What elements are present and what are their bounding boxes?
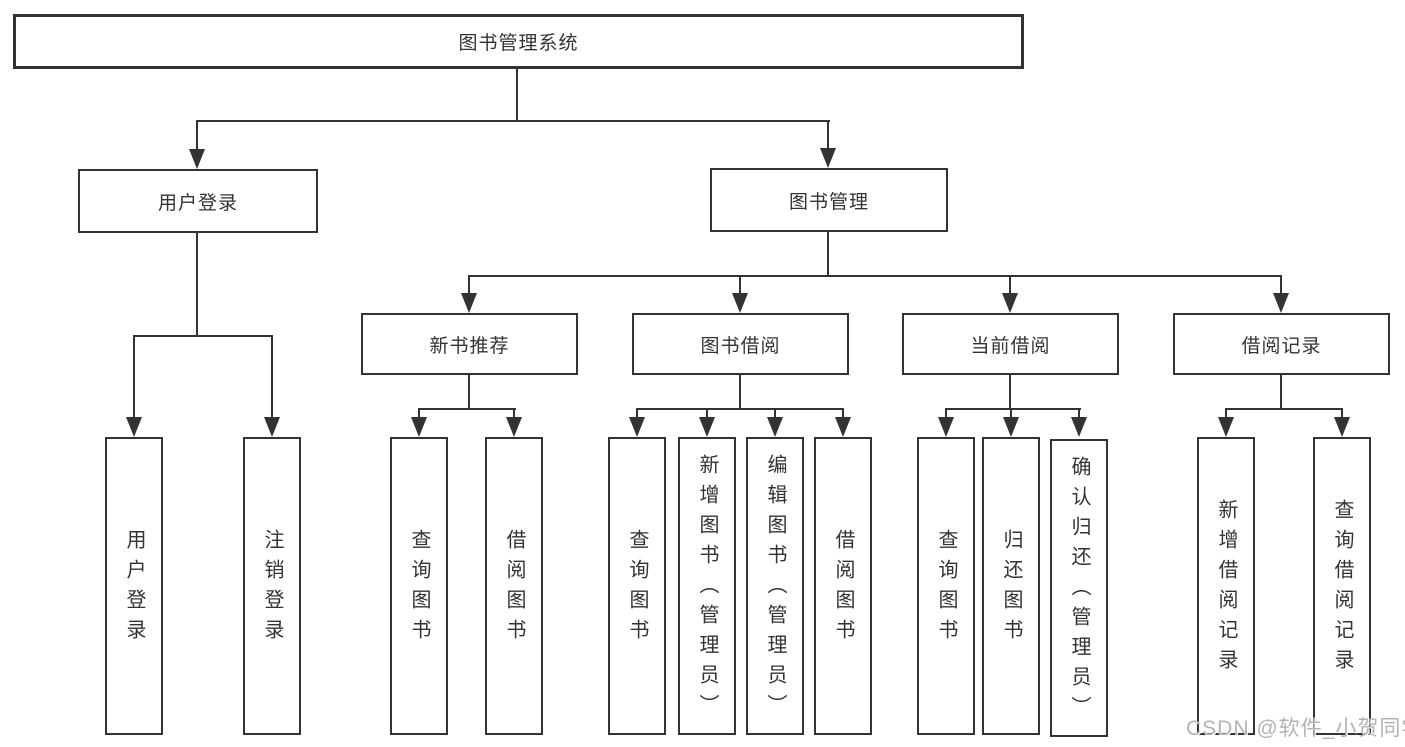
leaf-add-book-admin: 新增图书（管理员） (678, 437, 736, 735)
node-library-management-system: 图书管理系统 (13, 14, 1024, 69)
connector-line (196, 120, 198, 151)
arrow-down-icon (506, 417, 522, 437)
connector-line (513, 408, 515, 420)
connector-line (1341, 408, 1343, 420)
arrow-down-icon (411, 417, 427, 437)
connector-line (468, 275, 470, 295)
connector-line (1225, 408, 1343, 410)
connector-line (468, 275, 1282, 277)
arrow-down-icon (1071, 417, 1087, 437)
connector-line (196, 120, 830, 122)
node-label: 查询图书 (408, 529, 430, 649)
node-label: 图书借阅 (700, 335, 781, 357)
node-user-login: 用户登录 (78, 169, 318, 233)
node-label: 借阅记录 (1241, 335, 1322, 357)
arrow-down-icon (1003, 417, 1019, 437)
connector-line (1009, 375, 1011, 409)
arrow-down-icon (1002, 293, 1018, 313)
connector-line (827, 232, 829, 275)
arrow-down-icon (461, 293, 477, 313)
leaf-edit-book-admin: 编辑图书（管理员） (746, 437, 804, 735)
node-label: 注销登录 (261, 529, 283, 649)
connector-line (516, 69, 518, 120)
connector-line (827, 120, 829, 150)
arrow-down-icon (938, 417, 954, 437)
connector-line (636, 408, 844, 410)
leaf-borrow-books: 借阅图书 (814, 437, 872, 735)
node-new-book-recommend: 新书推荐 (361, 313, 578, 375)
node-label: 新增借阅记录 (1215, 499, 1237, 679)
node-label: 用户登录 (157, 192, 238, 214)
arrow-down-icon (699, 417, 715, 437)
connector-line (133, 335, 273, 337)
node-current-borrowing: 当前借阅 (902, 313, 1119, 375)
arrow-down-icon (767, 417, 783, 437)
node-label: 归还图书 (1000, 529, 1022, 649)
arrow-down-icon (1273, 293, 1289, 313)
connector-line (418, 408, 516, 410)
node-label: 新书推荐 (429, 335, 510, 357)
connector-line (945, 408, 1081, 410)
connector-line (636, 408, 638, 420)
leaf-confirm-return-admin: 确认归还（管理员） (1050, 439, 1108, 737)
connector-line (945, 408, 947, 420)
leaf-query-books-borrowing: 查询图书 (608, 437, 666, 735)
leaf-query-borrow-record: 查询借阅记录 (1313, 437, 1371, 735)
connector-line (739, 375, 741, 409)
arrow-down-icon (835, 417, 851, 437)
leaf-user-login: 用户登录 (105, 437, 163, 735)
arrow-down-icon (189, 149, 205, 169)
node-label: 查询图书 (626, 529, 648, 649)
arrow-down-icon (126, 417, 142, 437)
connector-line (1280, 375, 1282, 409)
node-label: 借阅图书 (832, 529, 854, 649)
connector-line (1078, 408, 1080, 420)
connector-line (706, 408, 708, 420)
arrow-down-icon (820, 148, 836, 168)
connector-line (468, 375, 470, 409)
leaf-add-borrow-record: 新增借阅记录 (1197, 437, 1255, 735)
connector-line (196, 233, 198, 335)
node-label: 当前借阅 (970, 335, 1051, 357)
node-label: 新增图书（管理员） (696, 454, 718, 724)
connector-line (1010, 408, 1012, 420)
connector-line (133, 335, 135, 419)
connector-line (418, 408, 420, 420)
connector-line (1009, 275, 1011, 295)
arrow-down-icon (1218, 417, 1234, 437)
leaf-query-books-recommend: 查询图书 (390, 437, 448, 735)
arrow-down-icon (264, 417, 280, 437)
leaf-query-books-current: 查询图书 (917, 437, 975, 735)
connector-line (271, 335, 273, 419)
node-label: 图书管理系统 (458, 33, 579, 54)
node-label: 查询图书 (935, 529, 957, 649)
arrow-down-icon (629, 417, 645, 437)
leaf-logout: 注销登录 (243, 437, 301, 735)
arrow-down-icon (1334, 417, 1350, 437)
connector-line (1280, 275, 1282, 295)
node-label: 编辑图书（管理员） (764, 454, 786, 724)
connector-line (739, 275, 741, 295)
node-label: 用户登录 (123, 529, 145, 649)
leaf-return-book: 归还图书 (982, 437, 1040, 735)
node-label: 借阅图书 (503, 529, 525, 649)
node-label: 图书管理 (788, 191, 869, 213)
connector-line (842, 408, 844, 420)
node-label: 查询借阅记录 (1331, 499, 1353, 679)
connector-line (1225, 408, 1227, 420)
node-borrowing-records: 借阅记录 (1173, 313, 1390, 375)
leaf-borrow-books-recommend: 借阅图书 (485, 437, 543, 735)
node-book-borrowing: 图书借阅 (632, 313, 849, 375)
csdn-watermark: CSDN @软件_小贺同学 (1186, 717, 1405, 740)
node-label: 确认归还（管理员） (1068, 456, 1090, 726)
node-book-management: 图书管理 (710, 168, 948, 232)
arrow-down-icon (732, 293, 748, 313)
connector-line (774, 408, 776, 420)
